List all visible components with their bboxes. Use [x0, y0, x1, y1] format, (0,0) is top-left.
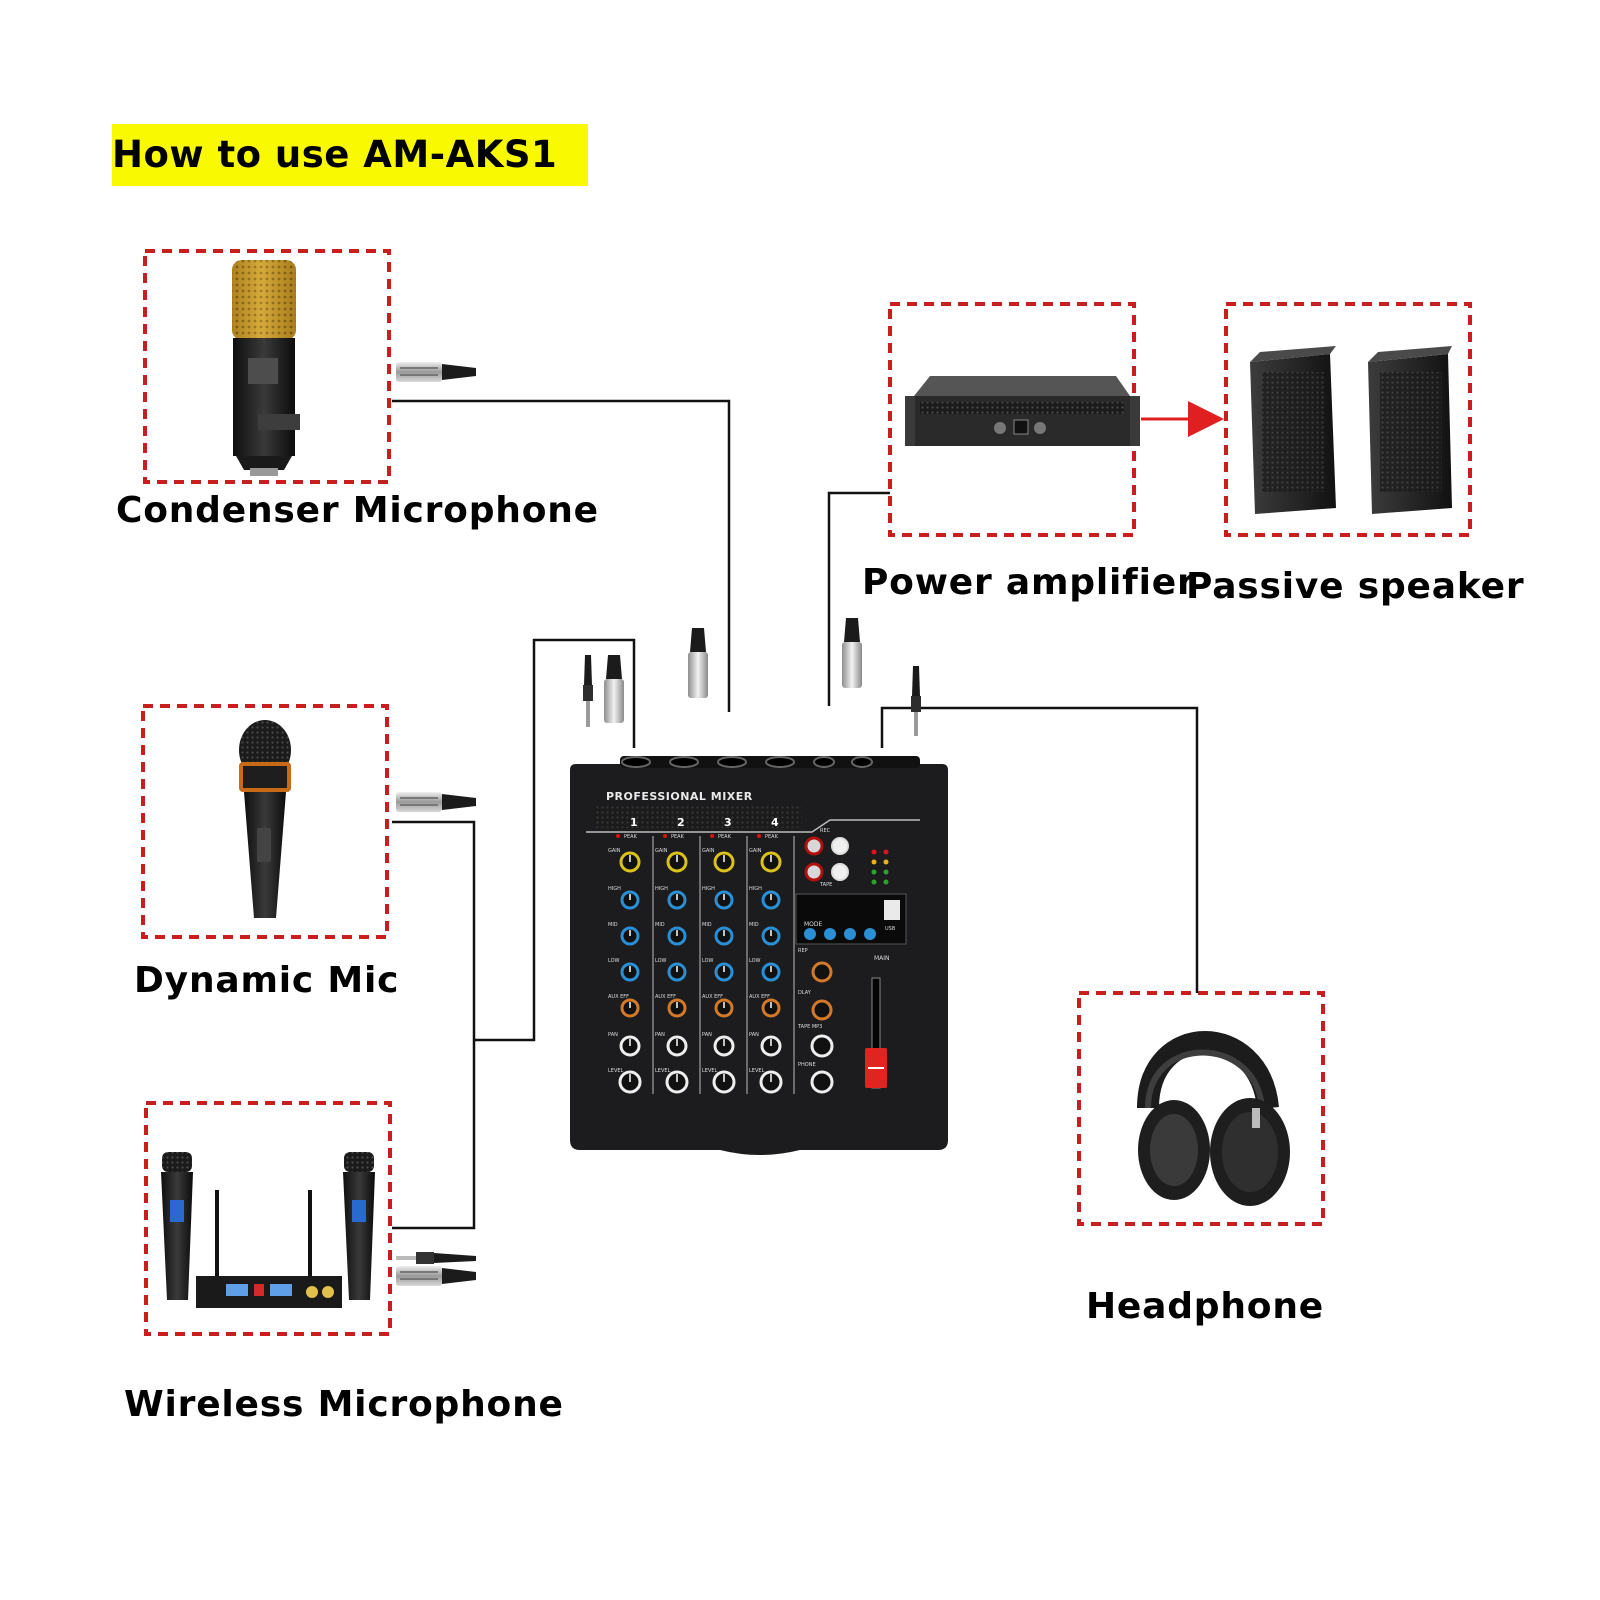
knob-label: AUX EFF	[655, 994, 676, 1000]
level-meter-leds	[871, 849, 889, 885]
knob-label: GAIN	[608, 848, 621, 854]
wireless-mic-icon	[161, 1152, 375, 1308]
mixer-master-knobs: REP DLAY TAPE MP3 PHONE	[797, 948, 834, 1094]
power-amplifier-label: Power amplifier	[862, 562, 1196, 603]
knob-label: LEVEL	[702, 1068, 718, 1074]
wire-headphone	[880, 706, 1199, 993]
dynamic-mic-frame	[141, 704, 389, 939]
wire-dynamic	[392, 820, 476, 1230]
knob-label: HIGH	[702, 886, 715, 892]
peak-label: PEAK	[671, 834, 685, 840]
mixer-input-plugs	[583, 618, 921, 736]
headphone-label: Headphone	[1086, 1286, 1324, 1327]
tape-label: TAPE	[819, 882, 832, 888]
device-frames	[141, 249, 1472, 1336]
knob-label: AUX EFF	[702, 994, 723, 1000]
usb-label: USB	[885, 926, 896, 932]
player-prev-button[interactable]	[844, 928, 856, 940]
knob-label: MID	[702, 922, 712, 928]
knob-label: LOW	[655, 958, 667, 964]
mixer-rec-tape-jacks: REC TAPE	[804, 828, 849, 888]
wire-condenser	[392, 399, 731, 712]
knob-label: PAN	[702, 1032, 712, 1038]
wireless-mic-frame	[144, 1101, 392, 1336]
wire-to-mixer-in	[474, 638, 636, 1042]
main-fader: MAIN	[865, 955, 890, 1089]
player-mode-button[interactable]	[804, 928, 816, 940]
knob-label: PAN	[608, 1032, 618, 1038]
knob-label: GAIN	[655, 848, 668, 854]
wireless-mic-label: Wireless Microphone	[124, 1384, 564, 1425]
knob-label: MID	[655, 922, 665, 928]
mixer-input-jacks	[621, 756, 873, 768]
knob-label: LOW	[608, 958, 620, 964]
main-label: MAIN	[874, 955, 890, 962]
passive-speaker-icon	[1250, 346, 1452, 514]
mixer-name: PROFESSIONAL MIXER	[606, 790, 753, 803]
xlr-connector-icon	[396, 362, 476, 1286]
connection-wires	[392, 399, 1199, 1230]
peak-label: PEAK	[765, 834, 779, 840]
knob-label: AUX EFF	[608, 994, 629, 1000]
dynamic-mic-icon	[239, 720, 291, 918]
peak-led	[616, 834, 620, 838]
player-mode-label: MODE	[804, 921, 823, 928]
passive-speaker-label: Passive speaker	[1186, 566, 1525, 607]
tape-mp3-label: TAPE MP3	[797, 1024, 822, 1030]
channel-number: 4	[771, 816, 779, 829]
power-amplifier-icon	[905, 376, 1140, 446]
knob-label: HIGH	[655, 886, 668, 892]
dlay-label: DLAY	[798, 990, 812, 996]
condenser-mic-icon	[232, 260, 300, 476]
knob-label: AUX EFF	[749, 994, 770, 1000]
dynamic-mic-label: Dynamic Mic	[134, 960, 400, 1001]
knob-label: MID	[749, 922, 759, 928]
channel-number: 1	[630, 816, 638, 829]
channel-number: 3	[724, 816, 732, 829]
knob-label: LOW	[702, 958, 714, 964]
peak-led	[757, 834, 761, 838]
jack-connector-icon	[396, 1252, 476, 1264]
player-play-button[interactable]	[824, 928, 836, 940]
condenser-mic-label: Condenser Microphone	[116, 490, 599, 531]
peak-led	[710, 834, 714, 838]
condenser-mic-frame	[143, 249, 391, 484]
mp3-player-panel: MODE USB	[795, 893, 907, 945]
knob-label: LOW	[749, 958, 761, 964]
knob-label: LEVEL	[608, 1068, 624, 1074]
knob-label: GAIN	[702, 848, 715, 854]
knob-label: MID	[608, 922, 618, 928]
peak-label: PEAK	[718, 834, 732, 840]
headphone-icon	[1137, 1031, 1290, 1206]
rep-label: REP	[798, 948, 808, 954]
player-next-button[interactable]	[864, 928, 876, 940]
headphone-frame	[1077, 991, 1325, 1226]
knob-label: GAIN	[749, 848, 762, 854]
knob-label: LEVEL	[655, 1068, 671, 1074]
peak-label: PEAK	[624, 834, 638, 840]
knob-label: HIGH	[749, 886, 762, 892]
peak-led	[663, 834, 667, 838]
page-title: How to use AM-AKS1	[112, 124, 588, 186]
wire-amplifier	[827, 491, 890, 706]
knob-label: LEVEL	[749, 1068, 765, 1074]
rec-label: REC	[820, 828, 831, 834]
phone-label: PHONE	[798, 1062, 816, 1068]
knob-label: PAN	[749, 1032, 759, 1038]
knob-label: PAN	[655, 1032, 665, 1038]
passive-speaker-frame	[1224, 302, 1472, 537]
channel-number: 2	[677, 816, 685, 829]
knob-label: HIGH	[608, 886, 621, 892]
